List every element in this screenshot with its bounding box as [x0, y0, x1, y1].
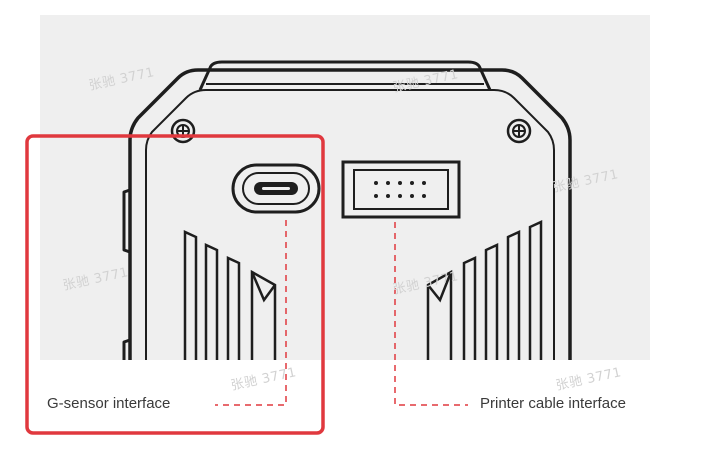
vent-fins-right	[426, 220, 543, 360]
highlight-box	[25, 134, 325, 435]
screw-icon-right	[506, 118, 532, 144]
leader-line-g-sensor	[215, 220, 287, 406]
g-sensor-label: G-sensor interface	[47, 395, 171, 412]
diagram-background	[40, 15, 650, 360]
leader-line-printer-cable	[394, 222, 468, 406]
printer-cable-label: Printer cable interface	[480, 395, 626, 412]
usb-c-port-icon	[231, 163, 321, 214]
printer-port-icon	[341, 160, 461, 219]
vent-fins-left	[183, 230, 277, 360]
